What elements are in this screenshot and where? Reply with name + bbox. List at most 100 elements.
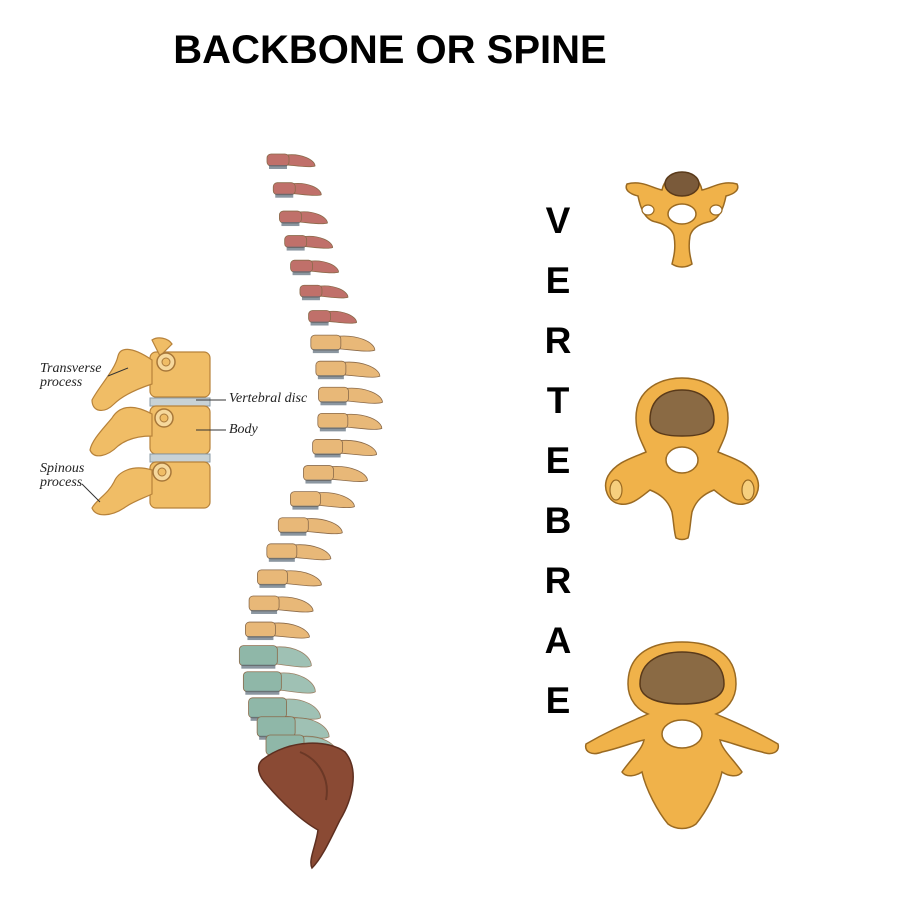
spinous-process-mark	[284, 154, 316, 168]
spinous-process-mark	[269, 622, 310, 639]
spine-vertebra	[312, 439, 378, 458]
disc-mark	[268, 557, 295, 562]
spine-vertebra	[290, 259, 339, 276]
cervical-vertebra-top	[625, 171, 739, 268]
vertebral-body-mark	[279, 210, 302, 224]
spinous-process-mark	[317, 285, 349, 299]
vertebrae-vertical-word: V E R T E B R A E	[538, 198, 578, 738]
disc-mark	[251, 609, 278, 614]
vertebral-body-mark	[272, 182, 296, 196]
spinous-process-mark	[307, 260, 339, 274]
vertebral-disc-1	[149, 397, 211, 407]
vertebral-body-mark	[277, 517, 309, 534]
disc-mark	[286, 246, 305, 251]
disc-mark	[305, 479, 332, 484]
spine-vertebra	[272, 182, 322, 198]
spinous-process-mark	[272, 596, 314, 613]
spinous-process	[91, 467, 153, 516]
spine-vertebra	[315, 360, 381, 380]
vertebral-body-mark	[248, 697, 287, 719]
vertebral-body-mark	[308, 310, 331, 323]
spine-vertebra	[303, 465, 368, 484]
vertebral-body-mark	[238, 645, 278, 667]
disc-mark	[247, 636, 274, 641]
letter: V	[545, 200, 571, 241]
spine-vertebra	[299, 284, 349, 301]
spine-vertebra	[310, 334, 376, 354]
letter: E	[545, 680, 571, 721]
letter: B	[544, 500, 572, 541]
disc-mark	[292, 271, 311, 276]
disc-mark	[314, 453, 341, 458]
vertebral-body-mark	[266, 543, 298, 560]
disc-mark	[269, 165, 287, 169]
label-transverse-line1: Transverse	[40, 361, 102, 376]
vertebral-body-mark	[310, 334, 342, 351]
label-transverse-line2: process	[40, 375, 83, 390]
page-title: BACKBONE OR SPINE	[173, 28, 607, 72]
spinous-process-mark	[281, 570, 322, 587]
sacrum	[257, 742, 354, 870]
spine-vertebra	[308, 310, 357, 326]
spinous-process-mark	[301, 235, 334, 249]
vertebral-body-mark	[318, 386, 349, 403]
label-spinous-line1: Spinous	[40, 461, 85, 476]
letter: R	[544, 320, 572, 361]
spinous-process-mark	[314, 492, 355, 509]
disc-mark	[280, 531, 307, 536]
spine-vertebra	[284, 235, 334, 251]
vertebral-body-mark	[257, 569, 288, 586]
letter: R	[544, 560, 572, 601]
spinous-process-mark	[301, 518, 343, 535]
letter: T	[546, 380, 570, 421]
disc-mark	[259, 583, 286, 588]
spinous-process-mark	[327, 466, 368, 482]
vertebral-body-mark	[290, 491, 321, 508]
spine-vertebra	[248, 595, 314, 614]
thoracic-vertebra-top	[604, 377, 760, 541]
letter: E	[545, 440, 571, 481]
disc-mark	[241, 664, 276, 669]
label-transverse-process: Transverse process	[40, 362, 101, 390]
spine-vertebra	[318, 386, 383, 406]
disc-mark	[312, 349, 339, 354]
spinous-process-mark	[339, 361, 381, 378]
vertebral-body-mark	[303, 465, 334, 481]
transverse-process	[91, 348, 153, 411]
letter: E	[545, 260, 571, 301]
disc-mark	[317, 375, 344, 380]
vertebral-body-mark	[299, 284, 323, 298]
vertebra-detail	[81, 337, 226, 516]
vertebral-body-mark	[242, 671, 282, 693]
label-vertebral-disc: Vertebral disc	[229, 391, 308, 406]
spine-vertebra	[290, 491, 355, 510]
disc-mark	[301, 296, 320, 301]
label-body: Body	[229, 422, 258, 437]
disc-mark	[281, 222, 300, 227]
spine-vertebra	[279, 210, 328, 227]
spine-vertebra	[266, 543, 332, 562]
spinous-process-mark	[269, 646, 312, 668]
letter: A	[544, 620, 572, 661]
spinous-process-mark	[296, 211, 328, 225]
spine-vertebra	[277, 517, 343, 536]
vertebral-body-mark	[245, 621, 276, 638]
spinous-process-mark	[336, 439, 378, 456]
vertebral-body-mark	[256, 716, 296, 738]
disc-mark	[275, 193, 294, 198]
vertebral-body-mark	[312, 439, 344, 455]
spinous-process-mark	[342, 387, 383, 404]
label-spinous-line2: process	[40, 475, 83, 490]
disc-mark	[320, 401, 347, 406]
vertebral-body-mark	[315, 360, 347, 377]
vertebral-disc-2	[149, 453, 211, 463]
spine-vertebra	[242, 671, 316, 695]
disc-mark	[319, 427, 346, 432]
spine-vertebra	[257, 569, 322, 588]
spinous-process-mark	[273, 672, 316, 694]
spinous-process-mark	[290, 544, 332, 561]
vertebral-body-mark	[290, 259, 313, 273]
spine-vertebra	[238, 645, 312, 669]
vertebral-body-mark	[317, 412, 349, 429]
